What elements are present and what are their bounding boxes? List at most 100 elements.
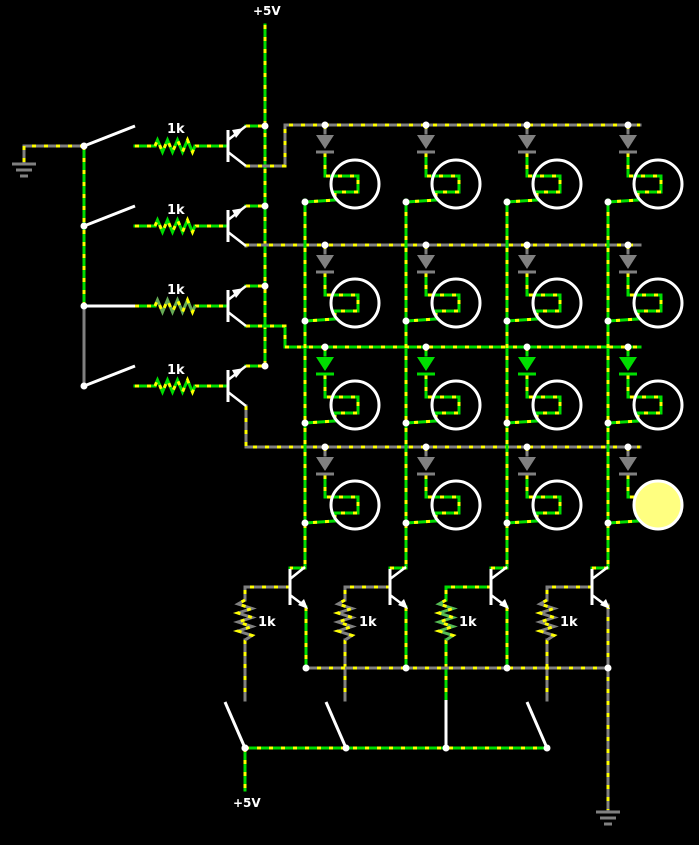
junction-dot	[523, 241, 531, 249]
column-base-lead	[444, 585, 493, 602]
junction-dot	[543, 744, 551, 752]
junction-dot	[503, 419, 511, 427]
row-resistor-1-label: 1k	[167, 122, 185, 137]
column-resistor-3-label: 1k	[459, 615, 477, 630]
lamp-lead	[505, 271, 562, 323]
row-bus-1	[244, 123, 642, 168]
transistor-arrow-icon	[232, 368, 244, 378]
lamp-lead-current	[405, 153, 461, 204]
diode-icon	[417, 457, 435, 471]
wiring	[22, 23, 663, 812]
junction-dot	[80, 302, 88, 310]
transistor-collector	[227, 151, 247, 167]
junction-dot	[422, 343, 430, 351]
transistor-collector	[389, 566, 407, 580]
diode-icon	[518, 255, 536, 269]
junction-dot	[301, 419, 309, 427]
transistor-arrow-icon	[499, 599, 509, 609]
lamp-icon	[329, 479, 381, 531]
junction-dot	[604, 664, 612, 672]
lamp-lead	[404, 373, 461, 425]
junction-dot	[402, 419, 410, 427]
junction-dot	[422, 241, 430, 249]
diode-icon	[316, 135, 334, 149]
lamp-icon	[430, 277, 482, 329]
junction-dot	[624, 343, 632, 351]
row-switch-4	[83, 364, 136, 388]
lamp-lead	[505, 373, 562, 425]
ground-lead-top	[22, 144, 86, 164]
junction-dot	[604, 419, 612, 427]
row-resistor-4-label: 1k	[167, 363, 185, 378]
diode-icon	[316, 457, 334, 471]
lamp-icon	[531, 158, 583, 210]
resistor-current	[153, 216, 197, 236]
lamp-icon	[329, 158, 381, 210]
diode-icon	[619, 357, 637, 371]
junction-dot	[402, 519, 410, 527]
transistor-collector	[227, 231, 247, 247]
transistor-arrow-icon	[232, 128, 244, 138]
row-bus-3-current	[246, 324, 640, 349]
lamp-icon	[329, 379, 381, 431]
junction-dot	[80, 142, 88, 150]
transistor-collector	[227, 391, 247, 407]
column-base-lead-current	[444, 585, 491, 600]
junction-dot	[402, 198, 410, 206]
junction-dot	[301, 198, 309, 206]
lamp-lead	[303, 373, 360, 425]
junction-dot	[241, 744, 249, 752]
lamp-lead-current	[506, 153, 562, 204]
lamp-lead	[404, 473, 461, 525]
junction-dot	[604, 519, 612, 527]
column-base-lead	[545, 585, 594, 602]
transistor-collector	[591, 566, 609, 580]
lamp-lead	[505, 473, 562, 525]
resistor-current	[153, 136, 197, 156]
junction-dot	[503, 664, 511, 672]
column-base-lead	[243, 585, 292, 602]
lamp-lead	[404, 271, 461, 323]
junction-dot	[503, 317, 511, 325]
supply-top-label: +5V	[253, 4, 281, 18]
ground-lead-top-current	[22, 144, 84, 162]
junction-dot	[604, 317, 612, 325]
column-switch-1	[223, 701, 247, 749]
resistor-current	[535, 598, 559, 642]
lamp-lead-current	[304, 153, 360, 204]
transistor-arrow-icon	[298, 599, 308, 609]
row-bus-4-current	[244, 406, 640, 449]
junction-dot	[523, 443, 531, 451]
lamp-lead	[303, 271, 360, 323]
transistor-collector	[289, 566, 306, 580]
junction-dot	[503, 198, 511, 206]
junction-dot	[442, 744, 450, 752]
junction-dot	[624, 121, 632, 129]
lamp-lead	[303, 473, 360, 525]
column-resistor-1-label: 1k	[258, 615, 276, 630]
junction-dot	[523, 121, 531, 129]
diode-icon	[619, 457, 637, 471]
resistor-current	[153, 376, 197, 396]
components	[12, 124, 684, 826]
diode-icon	[417, 135, 435, 149]
lamp-icon	[531, 277, 583, 329]
lamp-icon	[531, 479, 583, 531]
row-switch-1	[83, 124, 136, 148]
resistor-current	[434, 598, 458, 642]
junction-dot	[301, 317, 309, 325]
diode-icon	[619, 255, 637, 269]
column-switch-4	[525, 701, 549, 749]
transistor-collector	[227, 311, 247, 327]
resistor-current	[233, 598, 257, 642]
resistor-current	[333, 598, 357, 642]
junction-dot	[342, 744, 350, 752]
junction-dot	[523, 343, 531, 351]
junction-dot	[261, 282, 269, 290]
lamp-lit-icon	[632, 479, 684, 531]
junction-dot	[402, 664, 410, 672]
row-resistor-3-label: 1k	[167, 283, 185, 298]
junction-dot	[624, 443, 632, 451]
row-switch-2	[83, 204, 136, 228]
